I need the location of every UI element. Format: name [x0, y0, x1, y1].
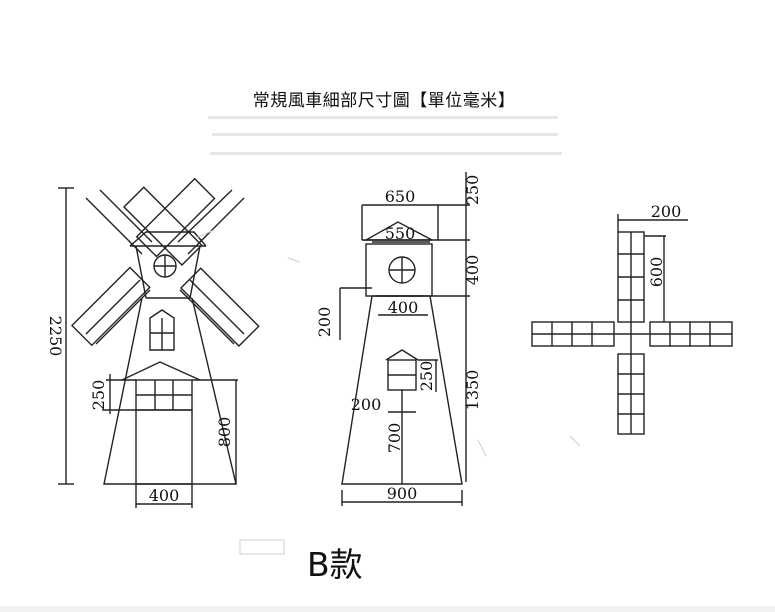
faint-subtitle-line [212, 133, 558, 136]
bottom-strip [0, 606, 775, 612]
front-view [58, 177, 260, 508]
dim-cap-height: 250 [463, 175, 482, 206]
blade-detail [531, 214, 733, 435]
model-label: B款 [307, 545, 363, 584]
dim-door-height: 800 [215, 417, 234, 448]
sail-upper-left [122, 186, 203, 266]
sail-lower-right [179, 267, 260, 348]
front-door-roof [121, 361, 201, 381]
dim-window-sill: 700 [385, 423, 404, 454]
diagram-title: 常規風車細部尺寸圖【單位毫米】 [252, 91, 516, 111]
side-view [339, 172, 470, 506]
front-sails [70, 177, 260, 348]
dim-door-width: 400 [149, 486, 180, 505]
dim-window-height: 250 [417, 361, 436, 392]
dim-cap-top-width: 650 [385, 187, 416, 206]
scan-artifacts [195, 229, 581, 555]
sail-lower-left [70, 266, 151, 347]
dim-head-height: 400 [463, 255, 482, 286]
front-cap [129, 231, 207, 247]
side-window-roof [385, 349, 419, 361]
dim-blade-width: 200 [651, 202, 682, 221]
dim-base-width: 900 [387, 484, 418, 503]
dim-door-top: 250 [89, 380, 108, 411]
dim-cap-bottom-width: 550 [385, 224, 416, 243]
dim-body-height: 1350 [463, 370, 482, 411]
dim-total-height: 2250 [46, 316, 65, 357]
front-upper-window [149, 309, 175, 351]
dim-window-width: 200 [351, 395, 382, 414]
dim-blade-length: 600 [647, 257, 666, 288]
faint-subtitle-line [208, 116, 558, 119]
front-door [135, 409, 193, 485]
dim-head-bottom-width: 400 [388, 298, 419, 317]
dim-head-offset: 200 [315, 307, 334, 338]
faint-subtitle-line [210, 152, 562, 155]
